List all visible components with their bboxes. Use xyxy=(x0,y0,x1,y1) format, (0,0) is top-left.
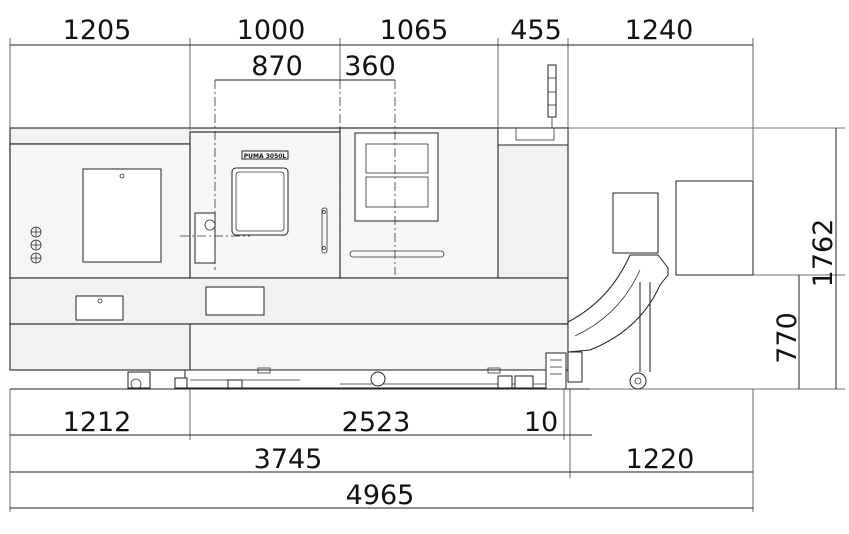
dim-left-base: 1212 xyxy=(63,407,132,438)
dim-conveyor-length: 1220 xyxy=(626,444,695,475)
control-knobs xyxy=(30,226,42,264)
top-dimensions: 1205 1000 1065 455 1240 870 360 xyxy=(9,15,754,180)
conveyor-motor-box xyxy=(612,192,659,254)
dim-window-offset: 360 xyxy=(344,51,396,82)
door-window xyxy=(231,167,289,236)
right-lower-panel xyxy=(545,351,583,390)
lower-access-hatch xyxy=(205,286,265,316)
left-panel-details xyxy=(30,168,265,321)
dim-overall-length: 4965 xyxy=(346,480,415,511)
right-dimensions: 1762 770 xyxy=(568,127,845,390)
dim-small-offset: 10 xyxy=(524,407,558,438)
center-lines xyxy=(180,80,396,275)
dim-door-inner: 870 xyxy=(251,51,303,82)
base-front-panel xyxy=(189,323,569,371)
top-right-structure xyxy=(497,64,569,146)
dim-overall-height: 1762 xyxy=(808,219,839,288)
dim-left-section: 1205 xyxy=(63,15,132,46)
dim-bed-height: 770 xyxy=(772,312,803,364)
dim-conveyor-section: 1240 xyxy=(625,15,694,46)
sliding-door-details xyxy=(349,132,445,258)
chip-conveyor xyxy=(567,180,754,390)
dim-window-section: 1065 xyxy=(380,15,449,46)
chip-bucket xyxy=(675,180,754,276)
leveling-feet xyxy=(127,367,534,390)
caster-wheel xyxy=(370,371,386,387)
coolant-panel xyxy=(545,352,567,390)
model-plate-label: PUMA 3050L xyxy=(244,153,287,160)
model-plate xyxy=(241,150,289,160)
left-access-cover xyxy=(82,168,162,263)
conveyor-caster xyxy=(629,372,647,390)
conveyor-ramp xyxy=(567,254,669,353)
nameplate-lower-left xyxy=(75,295,124,321)
top-right-cover xyxy=(497,127,569,146)
door-details: PUMA 3050L xyxy=(194,150,328,264)
dim-center-base: 2523 xyxy=(342,407,411,438)
bottom-dimensions: 1212 2523 10 3745 1220 4965 xyxy=(9,388,754,512)
signal-tower xyxy=(547,64,557,118)
dim-door-section: 1000 xyxy=(237,15,306,46)
dim-gap-section: 455 xyxy=(510,15,562,46)
dim-machine-length: 3745 xyxy=(254,444,323,475)
